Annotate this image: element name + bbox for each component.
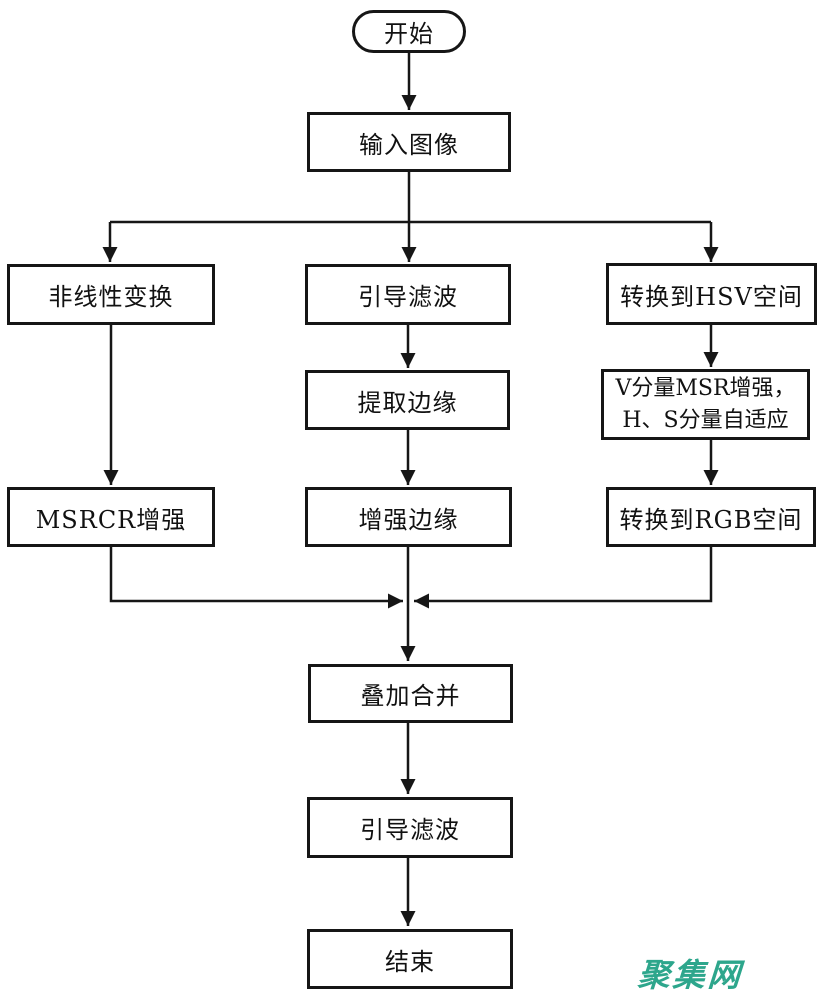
watermark-juji-logo: 聚集网 xyxy=(636,956,745,994)
node-convert-hsv-label: 转换到HSV空间 xyxy=(620,282,803,311)
node-start-label: 开始 xyxy=(384,20,434,48)
node-guided-filter-2-label: 引导滤波 xyxy=(360,816,460,844)
node-msrcr-enhance-label: MSRCR增强 xyxy=(35,505,187,534)
node-extract-edges: 提取边缘 xyxy=(305,370,510,430)
node-overlay-merge-label: 叠加合并 xyxy=(360,682,461,710)
node-convert-hsv: 转换到HSV空间 xyxy=(606,263,817,325)
node-overlay-merge: 叠加合并 xyxy=(308,664,513,723)
node-extract-edges-label: 提取边缘 xyxy=(357,388,458,417)
node-end: 结束 xyxy=(307,929,513,989)
node-input-image: 输入图像 xyxy=(307,112,511,172)
node-nonlinear-transform: 非线性变换 xyxy=(7,264,215,325)
node-convert-rgb: 转换到RGB空间 xyxy=(606,487,816,547)
node-enhance-edges: 增强边缘 xyxy=(305,487,512,547)
node-end-label: 结束 xyxy=(385,947,435,976)
node-start: 开始 xyxy=(352,10,466,53)
node-v-msr-line1: V分量MSR增强， xyxy=(615,375,796,401)
arrow-msrcr-to-merge xyxy=(109,547,403,609)
node-v-msr-enhance: V分量MSR增强， H、S分量自适应 xyxy=(601,369,810,440)
node-guided-filter-1: 引导滤波 xyxy=(305,264,511,325)
node-input-image-label: 输入图像 xyxy=(359,130,459,159)
node-msrcr-enhance: MSRCR增强 xyxy=(7,487,215,547)
node-convert-rgb-label: 转换到RGB空间 xyxy=(619,505,803,534)
node-guided-filter-1-label: 引导滤波 xyxy=(358,283,458,311)
arrow-rgb-to-merge xyxy=(414,547,713,609)
node-guided-filter-2: 引导滤波 xyxy=(307,797,513,858)
node-nonlinear-transform-label: 非线性变换 xyxy=(48,283,174,311)
node-v-msr-enhance-label: V分量MSR增强， H、S分量自适应 xyxy=(615,373,795,437)
node-v-msr-line2: H、S分量自适应 xyxy=(622,407,789,433)
node-enhance-edges-label: 增强边缘 xyxy=(358,505,459,534)
